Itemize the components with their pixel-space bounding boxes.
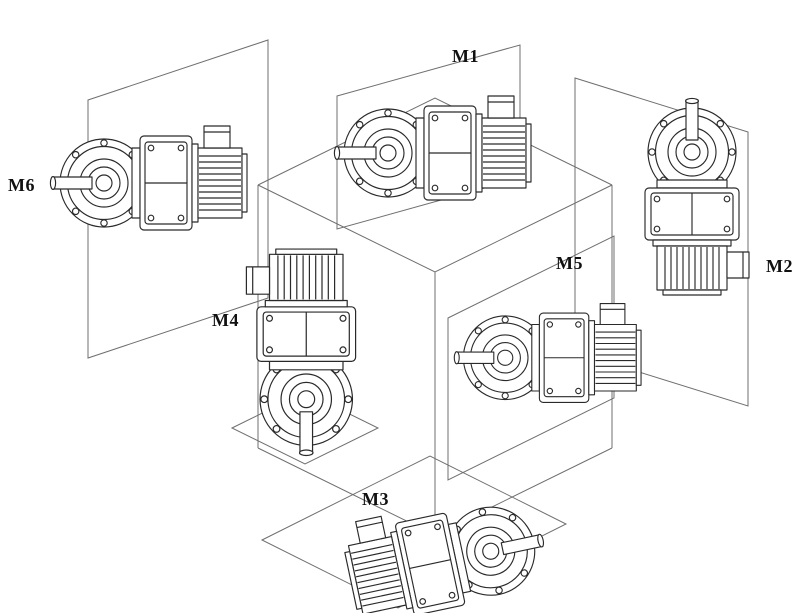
gearmotor-m5 xyxy=(453,303,642,403)
mounting-plane-m5 xyxy=(447,235,615,481)
label-m5: M5 xyxy=(556,253,583,273)
label-m3: M3 xyxy=(362,489,389,509)
gearmotor-m6 xyxy=(49,125,248,231)
label-m4: M4 xyxy=(212,310,239,330)
gearmotor-m1 xyxy=(333,95,532,201)
label-m1: M1 xyxy=(452,46,479,66)
label-m6: M6 xyxy=(8,175,35,195)
mounting-plane-m6 xyxy=(87,39,269,359)
gearmotor-m4 xyxy=(245,248,357,457)
label-m2: M2 xyxy=(766,256,793,276)
gearmotors xyxy=(49,95,750,613)
